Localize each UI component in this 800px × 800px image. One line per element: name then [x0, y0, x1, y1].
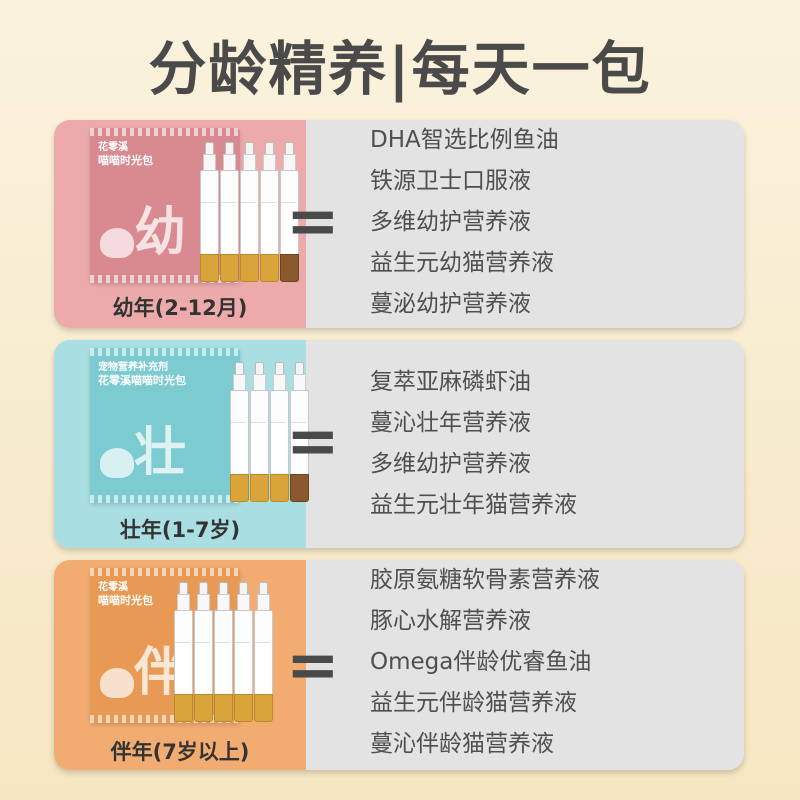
vials-image	[174, 582, 300, 724]
list-item: 多维幼护营养液	[370, 209, 531, 235]
card-young: 花零溪 喵喵时光包 幼 = 幼年(2-12月) DHA智选比例鱼油 铁源卫士口服…	[54, 120, 744, 328]
ingredient-list: 胶原氨糖软骨素营养液 豚心水解营养液 Omega伴龄优睿鱼油 益生元伴龄猫营养液…	[370, 560, 600, 765]
equals-sign: =	[286, 405, 340, 479]
card-senior-right-panel	[306, 560, 744, 770]
list-item: 蔓沁伴龄猫营养液	[370, 731, 554, 757]
ingredient-list: DHA智选比例鱼油 铁源卫士口服液 多维幼护营养液 益生元幼猫营养液 蔓泌幼护营…	[370, 120, 559, 325]
vials-image	[200, 142, 326, 284]
equals-sign: =	[286, 185, 340, 259]
cat-icon	[100, 228, 134, 258]
list-item: 益生元幼猫营养液	[370, 250, 554, 276]
cat-icon	[100, 668, 134, 698]
stage-label: 壮年(1-7岁)	[119, 518, 241, 542]
card-prime: 宠物营养补充剂 花零溪喵喵时光包 壮 = 壮年(1-7岁) 复萃亚麻磷虾油 蔓沁…	[54, 340, 744, 548]
list-item: 铁源卫士口服液	[370, 168, 531, 194]
supplement-pack-image: 宠物营养补充剂 花零溪喵喵时光包 壮	[90, 348, 240, 503]
list-item: 胶原氨糖软骨素营养液	[370, 567, 600, 593]
list-item: 蔓泌幼护营养液	[370, 291, 531, 317]
card-young-right-panel	[306, 120, 744, 328]
list-item: 复萃亚麻磷虾油	[370, 369, 531, 395]
list-item: DHA智选比例鱼油	[370, 127, 559, 153]
page-title: 分龄精养|每天一包	[148, 35, 652, 103]
list-item: 多维幼护营养液	[370, 451, 531, 477]
vials-image	[230, 362, 326, 504]
list-item: 豚心水解营养液	[370, 608, 531, 634]
list-item: 益生元壮年猫营养液	[370, 492, 577, 518]
stage-label: 幼年(2-12月)	[112, 296, 248, 320]
list-item: 益生元伴龄猫营养液	[370, 690, 577, 716]
stage-label: 伴年(7岁以上)	[110, 740, 250, 764]
list-item: 蔓沁壮年营养液	[370, 410, 531, 436]
cat-icon	[100, 448, 134, 478]
ingredient-list: 复萃亚麻磷虾油 蔓沁壮年营养液 多维幼护营养液 益生元壮年猫营养液	[370, 362, 577, 526]
equals-sign: =	[286, 629, 340, 703]
list-item: Omega伴龄优睿鱼油	[370, 649, 592, 675]
card-prime-right-panel	[306, 340, 744, 548]
card-senior: 花零溪 喵喵时光包 伴 = 伴年(7岁以上) 胶原氨糖软骨素营养液 豚心水解营养…	[54, 560, 744, 770]
